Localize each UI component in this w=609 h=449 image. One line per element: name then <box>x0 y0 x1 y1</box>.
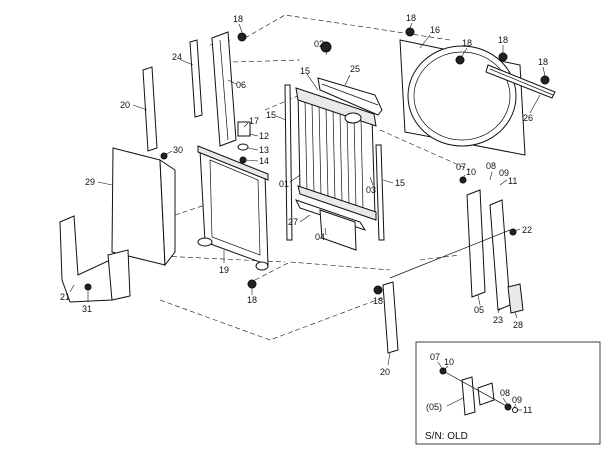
label-01: 01 <box>279 179 289 189</box>
plate-20-left <box>142 66 158 152</box>
label-15: 15 <box>300 66 310 76</box>
label-29: 29 <box>85 177 95 187</box>
label-15: 15 <box>266 110 276 120</box>
stay-24 <box>189 39 203 118</box>
mount-parts <box>237 121 251 164</box>
label-11: 11 <box>508 176 517 186</box>
label-24: 24 <box>172 52 182 62</box>
label-18: 18 <box>538 57 548 67</box>
label-28: 28 <box>513 320 523 330</box>
label-19: 19 <box>219 265 229 275</box>
radiator-01 <box>295 87 377 221</box>
stay-06 <box>211 31 237 147</box>
label-03: 03 <box>366 185 376 195</box>
label-09: 09 <box>499 168 509 178</box>
leader-lines <box>69 22 546 366</box>
inset-label-09: 09 <box>512 395 522 405</box>
duct-21 <box>59 215 131 303</box>
label-14: 14 <box>259 156 269 166</box>
label-18: 18 <box>247 295 257 305</box>
cover-29 <box>111 147 176 267</box>
label-15: 15 <box>395 178 405 188</box>
label-21: 21 <box>60 292 70 302</box>
label-02: 02 <box>314 39 324 49</box>
label-06: 06 <box>236 80 246 90</box>
inset-bracket <box>477 382 495 406</box>
inset-label-07: 07 <box>430 352 440 362</box>
inset-label-11: 11 <box>523 405 532 415</box>
label-07: 07 <box>456 162 466 172</box>
label-04: 04 <box>315 232 325 242</box>
label-10: 10 <box>466 167 476 177</box>
inset-label-10: 10 <box>444 357 454 367</box>
bracket-26 <box>485 64 556 99</box>
inset-sn-old: 07 10 (05) 08 09 11 S/N: OLD <box>415 341 601 445</box>
label-22: 22 <box>522 225 532 235</box>
label-18: 18 <box>373 296 383 306</box>
label-18: 18 <box>462 38 472 48</box>
plate-20-lower <box>382 281 399 354</box>
inset-label-05: (05) <box>426 402 442 412</box>
label-08: 08 <box>486 161 496 171</box>
label-17: 17 <box>249 116 259 126</box>
label-20: 20 <box>380 367 390 377</box>
inset-label-08: 08 <box>500 388 510 398</box>
label-13: 13 <box>259 145 269 155</box>
label-23: 23 <box>493 315 503 325</box>
label-16: 16 <box>430 25 440 35</box>
label-27: 27 <box>288 217 298 227</box>
label-18: 18 <box>233 14 243 24</box>
label-18: 18 <box>406 13 416 23</box>
rod-22 <box>389 229 511 279</box>
support-04 <box>319 209 357 251</box>
seal-strips-15 <box>284 84 385 241</box>
label-12: 12 <box>259 131 269 141</box>
label-25: 25 <box>350 64 360 74</box>
inset-caption: S/N: OLD <box>425 431 468 442</box>
bracket-25 <box>317 77 383 116</box>
label-30: 30 <box>173 145 183 155</box>
label-18: 18 <box>498 35 508 45</box>
label-20: 20 <box>120 100 130 110</box>
stay-23 <box>489 199 511 311</box>
label-26: 26 <box>523 113 533 123</box>
block-28 <box>507 283 524 314</box>
label-31: 31 <box>82 304 92 314</box>
radiator-fins <box>304 99 364 210</box>
oil-cooler-19 <box>197 145 269 271</box>
label-05: 05 <box>474 305 484 315</box>
part-labels: 18 18 18 18 18 18 18 02 16 24 06 15 25 2… <box>60 13 548 377</box>
